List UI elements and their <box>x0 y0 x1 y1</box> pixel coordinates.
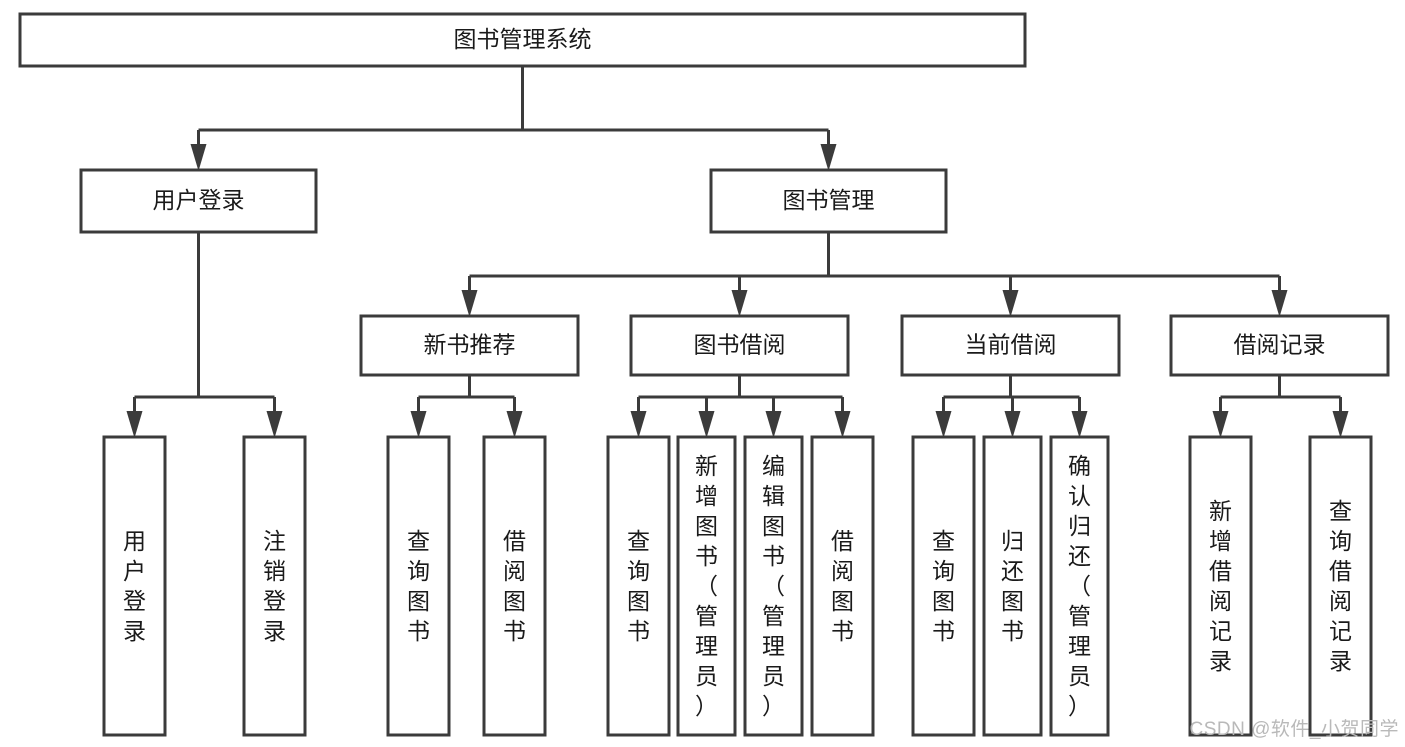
arrow-head-icon <box>1212 411 1229 438</box>
arrow-head-icon <box>266 411 283 438</box>
node-leaf-add-book[interactable]: 新增图书（管理员） <box>676 435 737 737</box>
node-leaf-confirm-return[interactable]: 确认归还（管理员） <box>1049 435 1110 737</box>
nodes-layer: 图书管理系统用户登录图书管理新书推荐图书借阅当前借阅借阅记录用户登录注销登录查询… <box>18 12 1390 737</box>
node-leaf-add-record[interactable]: 新增借阅记录 <box>1188 435 1253 737</box>
node-box <box>1308 435 1373 737</box>
node-label: 用户登录 <box>153 187 245 213</box>
node-leaf-return-book[interactable]: 归还图书 <box>982 435 1043 737</box>
node-leaf-borrow-book-2[interactable]: 借阅图书 <box>810 435 875 737</box>
node-label: 借阅图书 <box>831 528 854 644</box>
arrow-head-icon <box>834 411 851 438</box>
edge-group-l2-book-manage <box>461 232 1288 317</box>
node-leaf-user-login[interactable]: 用户登录 <box>102 435 167 737</box>
node-label: 图书借阅 <box>694 332 786 358</box>
node-box <box>386 435 451 737</box>
node-l2-book-manage[interactable]: 图书管理 <box>709 168 948 234</box>
edge-group-l3-book-borrow <box>630 375 851 438</box>
node-label: 新书推荐 <box>424 332 516 358</box>
arrow-head-icon <box>1332 411 1349 438</box>
node-box <box>982 435 1043 737</box>
arrow-head-icon <box>935 411 952 438</box>
node-l3-new-book[interactable]: 新书推荐 <box>359 314 580 377</box>
arrow-head-icon <box>1071 411 1088 438</box>
arrow-head-icon <box>630 411 647 438</box>
edge-group-l2-user-login <box>126 232 283 438</box>
node-label: 借阅记录 <box>1234 332 1326 358</box>
node-leaf-query-book-3[interactable]: 查询图书 <box>911 435 976 737</box>
node-leaf-borrow-book-1[interactable]: 借阅图书 <box>482 435 547 737</box>
node-box <box>79 168 318 234</box>
node-box <box>1049 435 1110 737</box>
arrow-head-icon <box>1004 411 1021 438</box>
node-label: 编辑图书（管理员） <box>762 453 785 719</box>
node-label: 借阅图书 <box>503 528 526 644</box>
edge-group-root <box>190 66 837 171</box>
node-box <box>911 435 976 737</box>
node-box <box>900 314 1121 377</box>
node-box <box>606 435 671 737</box>
node-l3-borrow-record[interactable]: 借阅记录 <box>1169 314 1390 377</box>
node-root[interactable]: 图书管理系统 <box>18 12 1027 68</box>
node-label: 新增图书（管理员） <box>695 453 718 719</box>
node-leaf-query-book-2[interactable]: 查询图书 <box>606 435 671 737</box>
node-label: 当前借阅 <box>965 332 1057 358</box>
node-label: 图书管理系统 <box>454 26 592 52</box>
arrow-head-icon <box>820 144 837 171</box>
node-label: 图书管理 <box>783 187 875 213</box>
node-label: 归还图书 <box>1001 528 1024 644</box>
arrow-head-icon <box>461 290 478 317</box>
node-box <box>709 168 948 234</box>
arrow-head-icon <box>1002 290 1019 317</box>
node-box <box>102 435 167 737</box>
arrow-head-icon <box>731 290 748 317</box>
node-label: 查询图书 <box>627 528 650 644</box>
node-l3-book-borrow[interactable]: 图书借阅 <box>629 314 850 377</box>
edge-group-l3-borrow-record <box>1212 375 1349 438</box>
node-label: 注销登录 <box>263 528 286 644</box>
node-box <box>359 314 580 377</box>
edges-layer <box>126 66 1349 438</box>
node-box <box>1169 314 1390 377</box>
node-box <box>629 314 850 377</box>
arrow-head-icon <box>506 411 523 438</box>
edge-group-l3-current-borrow <box>935 375 1088 438</box>
node-leaf-logout[interactable]: 注销登录 <box>242 435 307 737</box>
edge-group-l3-new-book <box>410 375 523 438</box>
node-box <box>676 435 737 737</box>
arrow-head-icon <box>698 411 715 438</box>
arrow-head-icon <box>190 144 207 171</box>
node-label: 查询图书 <box>932 528 955 644</box>
node-box <box>18 12 1027 68</box>
node-leaf-query-book-1[interactable]: 查询图书 <box>386 435 451 737</box>
node-box <box>482 435 547 737</box>
arrow-head-icon <box>765 411 782 438</box>
node-label: 查询图书 <box>407 528 430 644</box>
node-leaf-query-record[interactable]: 查询借阅记录 <box>1308 435 1373 737</box>
arrow-head-icon <box>126 411 143 438</box>
node-box <box>1188 435 1253 737</box>
watermark-label: CSDN @软件_小贺同学 <box>1189 719 1399 740</box>
arrow-head-icon <box>1271 290 1288 317</box>
node-l3-current-borrow[interactable]: 当前借阅 <box>900 314 1121 377</box>
node-box <box>242 435 307 737</box>
node-l2-user-login[interactable]: 用户登录 <box>79 168 318 234</box>
node-leaf-edit-book[interactable]: 编辑图书（管理员） <box>743 435 804 737</box>
node-label: 用户登录 <box>123 528 146 644</box>
node-box <box>743 435 804 737</box>
node-label: 确认归还（管理员） <box>1068 453 1091 719</box>
node-label: 新增借阅记录 <box>1209 498 1232 674</box>
node-label: 查询借阅记录 <box>1329 498 1352 674</box>
node-box <box>810 435 875 737</box>
arrow-head-icon <box>410 411 427 438</box>
